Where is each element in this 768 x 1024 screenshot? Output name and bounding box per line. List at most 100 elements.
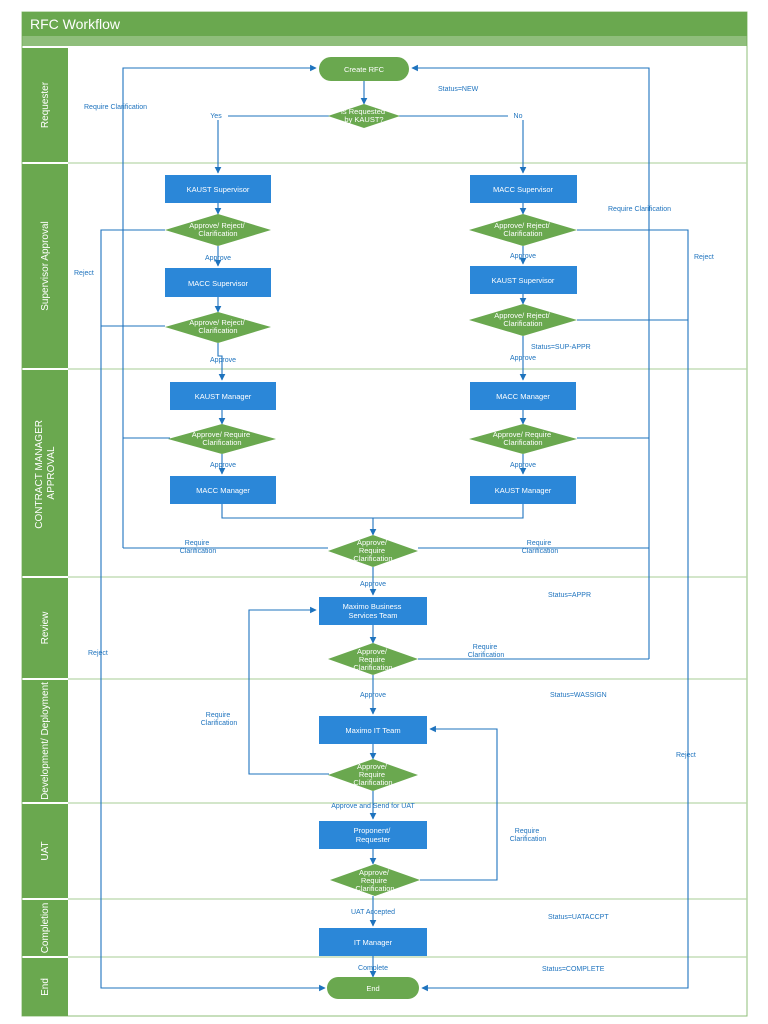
clar-dev-line1: Require	[206, 712, 231, 719]
box-proponent-requester-label: Proponent/ Requester	[354, 826, 393, 844]
edge-labels: Yes No Approve Approve Approve Approve A…	[74, 104, 714, 972]
status-label-new: Status=NEW	[438, 86, 479, 93]
decision-sup-left-2-label: Approve/ Reject/ Clarification	[189, 318, 247, 335]
lane-label-contract-manager-line2: APPROVAL	[46, 446, 57, 500]
box-maximo-it-team: Maximo IT Team	[319, 716, 427, 744]
edge-label-reject: Reject	[676, 752, 696, 759]
status-label-appr: Status=APPR	[548, 592, 591, 599]
decision-sup-right-2-label: Approve/ Reject/ Clarification	[494, 311, 552, 328]
edge-label-complete: Complete	[358, 965, 388, 972]
box-macc-manager-right: MACC Manager	[470, 382, 576, 410]
lane-label-end: End	[40, 978, 51, 996]
status-labels: Status=NEW Status=SUP-APPR Status=APPR S…	[438, 86, 609, 973]
decision-mgr-right-1-line2: Clarification	[503, 438, 542, 447]
decision-mgr-join-line2: Require	[359, 546, 385, 555]
decision-uat-line1: Approve/	[359, 868, 390, 877]
swimlanes: Requester Supervisor Approval CONTRACT M…	[22, 48, 747, 1016]
edge-label-approve: Approve	[210, 462, 236, 469]
box-proponent-line1: Proponent/	[354, 826, 392, 835]
decision-mgr-join-line3: Clarification	[353, 554, 392, 563]
box-macc-supervisor-left: MACC Supervisor	[165, 268, 271, 297]
decision-is-requested-by-kaust: Is Requested by KAUST?	[328, 104, 400, 128]
lane-label-supervisor-approval: Supervisor Approval	[40, 221, 51, 311]
status-label-wassign: Status=WASSIGN	[550, 692, 607, 699]
lane-label-review: Review	[40, 611, 51, 645]
edge-label-approve: Approve	[510, 462, 536, 469]
lane-label-completion: Completion	[40, 903, 51, 954]
clar-mgr-right-line1: Require	[527, 540, 552, 547]
decision-mgr-right-1-line1: Approve/ Require	[493, 430, 551, 439]
edge-label-reject: Reject	[88, 650, 108, 657]
box-kaust-supervisor-left-label: KAUST Supervisor	[187, 185, 250, 194]
edge-label-require-clarification: Require Clarification	[180, 540, 217, 555]
lane-band	[22, 164, 68, 368]
decision-sup-right-2: Approve/ Reject/ Clarification	[469, 304, 577, 336]
decision-sup-right-2-line1: Approve/ Reject/	[494, 311, 550, 320]
lane-band	[22, 900, 68, 956]
clar-mgr-left-line1: Require	[185, 540, 210, 547]
decision-mgr-right-1: Approve/ Require Clarification	[469, 424, 577, 454]
decision-sup-left-2-line2: Clarification	[198, 326, 237, 335]
lane-band	[22, 680, 68, 802]
decision-sup-left-2: Approve/ Reject/ Clarification	[165, 312, 271, 343]
decision-sup-right-1-line1: Approve/ Reject/	[494, 221, 550, 230]
decision-mgr-left-1: Approve/ Require Clarification	[168, 424, 276, 454]
decision-sup-left-1: Approve/ Reject/ Clarification	[165, 214, 271, 246]
title-band	[22, 12, 747, 36]
box-kaust-supervisor-left: KAUST Supervisor	[165, 175, 271, 203]
decision-sup-right-1-line2: Clarification	[503, 229, 542, 238]
box-maximo-business-services: Maximo Business Services Team	[319, 597, 427, 625]
decision-uat-line2: Require	[361, 876, 387, 885]
edge-label-reject: Reject	[694, 254, 714, 261]
edge-label-require-clarification: Require Clarification	[608, 206, 671, 213]
lane-label-uat: UAT	[40, 841, 51, 860]
box-kaust-supervisor-right: KAUST Supervisor	[470, 266, 577, 294]
decision-is-requested-line2: by KAUST?	[344, 115, 383, 124]
edge-label-approve: Approve	[360, 692, 386, 699]
box-it-manager-label: IT Manager	[354, 938, 393, 947]
box-macc-manager-right-label: MACC Manager	[496, 392, 550, 401]
lane-label-development-deployment: Development/ Deployment	[40, 682, 51, 800]
decisions: Is Requested by KAUST? Approve/ Reject/ …	[165, 104, 577, 896]
edge-label-require-clarification: Require Clarification	[468, 644, 505, 659]
box-kaust-manager-right: KAUST Manager	[470, 476, 576, 504]
decision-dev-label: Approve/ Require Clarification	[353, 762, 392, 787]
box-maximo-business-line1: Maximo Business	[343, 602, 402, 611]
decision-uat-label: Approve/ Require Clarification	[355, 868, 394, 893]
lane-label-contract-manager: CONTRACT MANAGER APPROVAL	[34, 417, 57, 529]
clar-uat-line2: Clarification	[510, 836, 547, 843]
decision-review-line1: Approve/	[357, 647, 388, 656]
decision-mgr-join: Approve/ Require Clarification	[328, 535, 418, 567]
box-macc-manager-left-label: MACC Manager	[196, 486, 250, 495]
box-maximo-it-team-label: Maximo IT Team	[345, 726, 400, 735]
edge-label-yes: Yes	[210, 113, 222, 120]
edge-label-approve-send-uat: Approve and Send for UAT	[331, 803, 415, 810]
decision-dev-line2: Require	[359, 770, 385, 779]
decision-review: Approve/ Require Clarification	[328, 643, 418, 675]
decision-uat: Approve/ Require Clarification	[330, 864, 420, 896]
terminal-end: End	[327, 977, 419, 999]
box-macc-supervisor-right-label: MACC Supervisor	[493, 185, 554, 194]
decision-review-label: Approve/ Require Clarification	[353, 647, 392, 672]
box-proponent-line2: Requester	[356, 835, 391, 844]
process-boxes: KAUST Supervisor MACC Supervisor MACC Su…	[165, 175, 577, 956]
edge-label-require-clarification: Require Clarification	[510, 828, 547, 843]
decision-mgr-left-1-line2: Clarification	[202, 438, 241, 447]
edge-label-approve: Approve	[510, 253, 536, 260]
decision-mgr-join-line1: Approve/	[357, 538, 388, 547]
terminal-end-label: End	[366, 984, 379, 993]
decision-mgr-right-1-label: Approve/ Require Clarification	[493, 430, 553, 447]
terminal-create-rfc: Create RFC	[319, 57, 409, 81]
lane-band	[22, 958, 68, 1016]
clar-review-line1: Require	[473, 644, 498, 651]
decision-sup-left-2-line1: Approve/ Reject/	[189, 318, 245, 327]
decision-mgr-left-1-label: Approve/ Require Clarification	[192, 430, 252, 447]
decision-dev-line1: Approve/	[357, 762, 388, 771]
edge-label-uat-accepted: UAT Accepted	[351, 909, 395, 916]
edge-label-require-clarification: Require Clarification	[522, 540, 559, 555]
box-kaust-manager-right-label: KAUST Manager	[495, 486, 552, 495]
decision-dev: Approve/ Require Clarification	[328, 759, 418, 791]
lane-band	[22, 578, 68, 678]
title-sub-band	[22, 36, 747, 46]
decision-dev-line3: Clarification	[353, 778, 392, 787]
